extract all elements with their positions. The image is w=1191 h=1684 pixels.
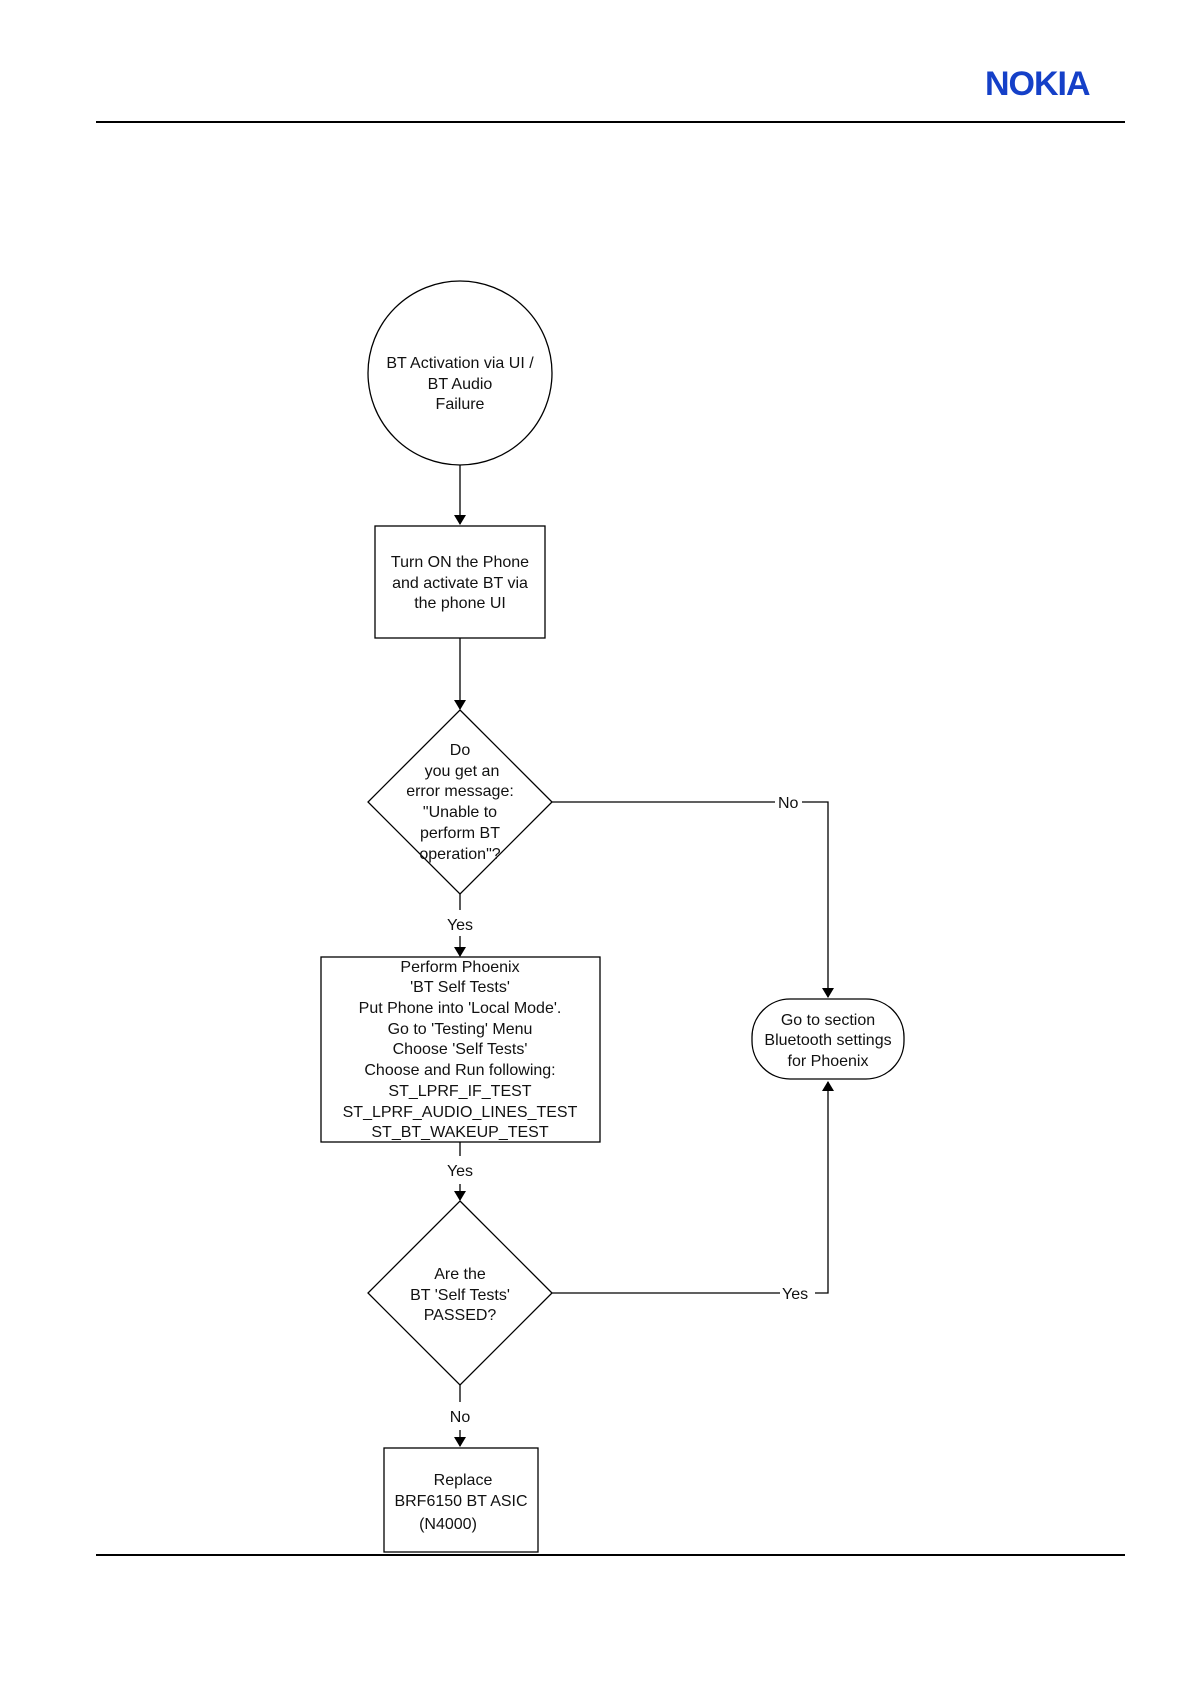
self-tests-line-5: Choose 'Self Tests' [393,1041,528,1058]
error-question-line-6: operation"? [419,846,500,863]
self-tests-line-2: 'BT Self Tests' [410,979,510,996]
error-question-decision: Do you get an error message: "Unable to … [367,709,553,895]
replace-line-1: Replace [434,1472,493,1489]
footer-divider [96,1554,1125,1556]
start-node: BT Activation via UI / BT Audio Failure [367,280,553,466]
replace-line-2: BRF6150 BT ASIC [394,1493,527,1510]
turn-on-line-3: the phone UI [414,595,506,612]
replace-line-3: (N4000) [419,1516,477,1533]
error-question-line-5: perform BT [420,825,500,842]
turn-on-line-2: and activate BT via [392,575,528,592]
bluetooth-settings-line-3: for Phoenix [788,1053,869,1070]
passed-question-line-1: Are the [434,1266,486,1283]
passed-question-line-3: PASSED? [424,1307,497,1324]
nokia-logo-text: NOKIA [985,65,1090,102]
connector-error-no-down [802,801,834,998]
self-tests-line-1: Perform Phoenix [400,959,519,976]
edge-label-passed-yes: Yes [782,1286,808,1303]
error-question-line-4: "Unable to [423,804,497,821]
edge-label-tests-yes: Yes [447,1163,473,1180]
turn-on-line-1: Turn ON the Phone [391,554,529,571]
replace-step: Replace BRF6150 BT ASIC (N4000) [383,1447,539,1553]
passed-question-line-2: BT 'Self Tests' [410,1287,510,1304]
self-tests-line-3: Put Phone into 'Local Mode'. [359,1000,562,1017]
error-question-line-1: Do [450,742,471,759]
edge-label-error-no: No [778,795,799,812]
error-question-line-3: error message: [406,783,514,800]
self-tests-line-9: ST_BT_WAKEUP_TEST [371,1124,548,1141]
header-divider [96,121,1125,123]
error-question-line-2: you get an [425,763,500,780]
edge-label-passed-no: No [450,1409,471,1426]
edge-label-error-yes: Yes [447,917,473,934]
self-tests-line-6: Choose and Run following: [364,1062,555,1079]
start-line-1: BT Activation via UI / [386,355,534,372]
passed-question-decision: Are the BT 'Self Tests' PASSED? [367,1200,553,1386]
self-tests-step: Perform Phoenix 'BT Self Tests' Put Phon… [320,956,601,1143]
bluetooth-settings-node: Go to section Bluetooth settings for Pho… [751,998,905,1080]
turn-on-step: Turn ON the Phone and activate BT via th… [374,525,546,639]
connector-passed-yes-up [815,1081,834,1294]
bluetooth-settings-line-1: Go to section [781,1012,875,1029]
start-line-2: BT Audio [428,376,493,393]
self-tests-line-4: Go to 'Testing' Menu [388,1021,533,1038]
self-tests-line-8: ST_LPRF_AUDIO_LINES_TEST [343,1104,578,1121]
nokia-logo: NOKIA [985,65,1091,102]
bluetooth-settings-line-2: Bluetooth settings [764,1032,891,1049]
self-tests-line-7: ST_LPRF_IF_TEST [388,1083,531,1100]
start-line-3: Failure [436,396,485,413]
